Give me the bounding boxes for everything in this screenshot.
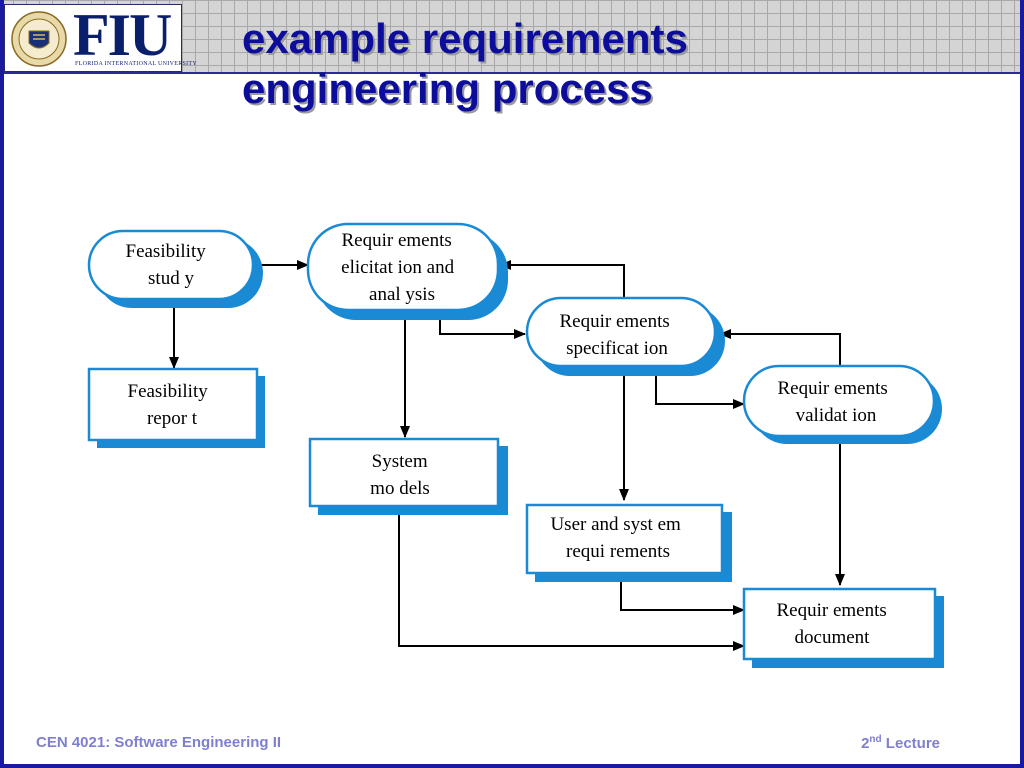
- slide-title-line-1: example requirements: [242, 15, 688, 62]
- connectors: [169, 260, 845, 651]
- node-feasibility-study-line-2: stud y: [148, 268, 194, 289]
- slide-title-line-2: engineering process: [242, 65, 653, 112]
- node-elicitation: Requir ements elicitat ion and anal ysis: [306, 222, 508, 320]
- node-feasibility-report-line-2: repor t: [147, 408, 198, 429]
- title-background: [236, 74, 736, 126]
- svg-text:Feasibility repor t: Feasibility repor t: [128, 381, 213, 429]
- node-requirements-document: Requir ements document: [742, 587, 944, 668]
- node-system-models-line-2: mo dels: [370, 478, 430, 499]
- logo-wordmark: FIU: [73, 2, 172, 68]
- footer-lecture-label: Lecture: [881, 735, 940, 752]
- slide-title: example requirements engineering process: [242, 14, 688, 114]
- fiu-logo: FIU FLORIDA INTERNATIONAL UNIVERSITY: [4, 2, 197, 72]
- node-user-system-requirements: User and syst em requi rements: [525, 503, 732, 582]
- footer-lecture: 2nd Lecture: [861, 734, 940, 752]
- logo-subtitle: FLORIDA INTERNATIONAL UNIVERSITY: [75, 61, 198, 67]
- node-feasibility-study-line-1: Feasibility: [126, 241, 207, 262]
- svg-text:System mo dels: System mo dels: [370, 451, 432, 499]
- node-feasibility-report: Feasibility repor t: [87, 367, 265, 448]
- node-requirements-document-line-1: Requir ements: [776, 600, 886, 621]
- arrow-validation-to-specification: [719, 329, 841, 366]
- node-system-models-line-1: System: [372, 451, 428, 472]
- svg-text:Requir ements document: Requir ements document: [776, 600, 891, 648]
- node-elicitation-line-1: Requir ements: [341, 230, 451, 251]
- node-validation-line-2: validat ion: [796, 405, 877, 426]
- svg-text:Requir ements specificat: Requir ements specificat ion: [559, 311, 674, 359]
- node-validation-line-1: Requir ements: [777, 378, 887, 399]
- node-feasibility-report-line-1: Feasibility: [128, 381, 209, 402]
- node-system-models: System mo dels: [308, 437, 508, 515]
- node-specification-line-1: Requir ements: [559, 311, 669, 332]
- arrow-user-requirements-to-document: [620, 572, 745, 615]
- node-elicitation-line-3: anal ysis: [369, 284, 435, 305]
- node-user-system-requirements-line-2: requi rements: [566, 541, 670, 562]
- arrow-specification-to-validation: [655, 367, 745, 409]
- arrow-models-to-document: [398, 505, 745, 651]
- svg-text:Feasibility stud y: Feasibility stud y: [126, 241, 211, 289]
- arrow-specification-to-elicitation: [499, 260, 625, 298]
- node-specification-line-2: specificat ion: [566, 338, 668, 359]
- node-elicitation-line-2: elicitat ion and: [341, 257, 454, 278]
- svg-text:User and syst em requi r: User and syst em requi rements: [550, 514, 685, 562]
- node-user-system-requirements-line-1: User and syst em: [550, 514, 681, 535]
- node-specification: Requir ements specificat ion: [525, 296, 725, 376]
- svg-text:Requir ements validat io: Requir ements validat ion: [777, 378, 892, 426]
- university-seal-icon: [11, 11, 67, 67]
- footer-lecture-number: 2: [861, 735, 870, 752]
- svg-text:Requir ements elicitat i: Requir ements elicitat ion and anal ysis: [341, 230, 459, 305]
- node-validation: Requir ements validat ion: [742, 364, 942, 444]
- footer-lecture-suffix: nd: [869, 734, 882, 745]
- node-requirements-document-line-2: document: [795, 627, 871, 648]
- footer-course: CEN 4021: Software Engineering II: [36, 734, 282, 751]
- node-feasibility-study: Feasibility stud y: [87, 229, 263, 308]
